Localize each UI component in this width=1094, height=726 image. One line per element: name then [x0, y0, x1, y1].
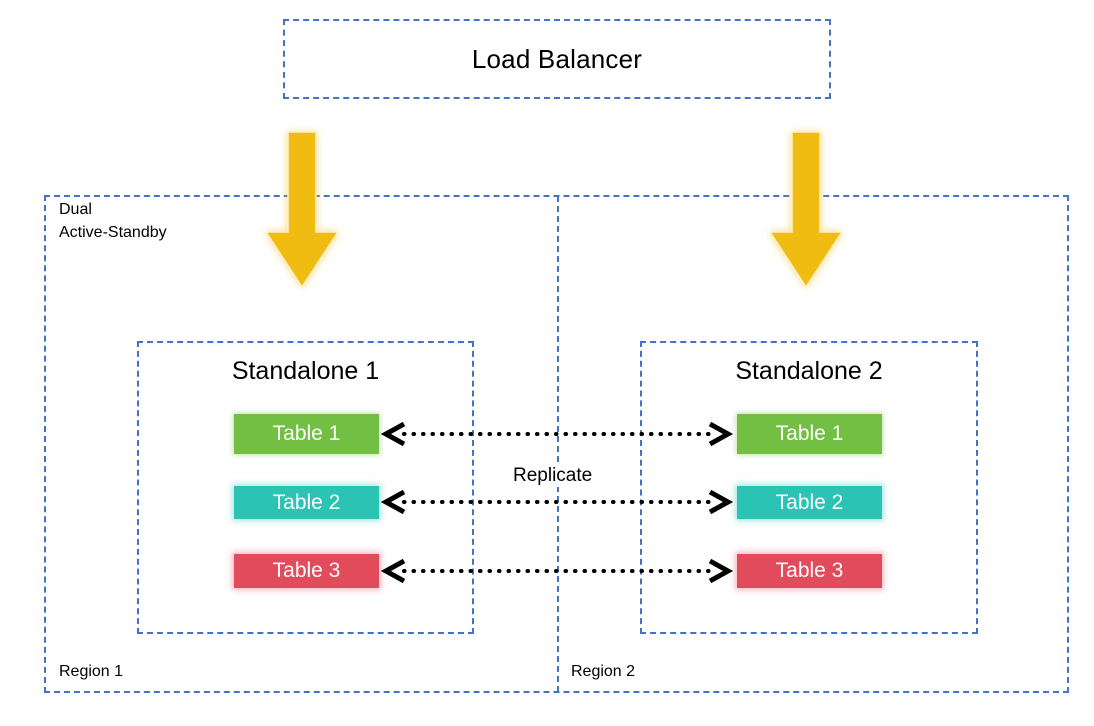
standalone-1-table-2[interactable]: Table 2	[234, 486, 379, 519]
replicate-connector-table-1	[380, 421, 734, 447]
dual-active-standby-container	[44, 195, 1069, 693]
standalone-1-table-1[interactable]: Table 1	[234, 414, 379, 454]
standalone-1-box[interactable]: Standalone 1	[137, 341, 474, 634]
load-balancer-box[interactable]: Load Balancer	[283, 19, 831, 99]
standalone-2-title: Standalone 2	[735, 357, 883, 385]
standalone-1-table-3[interactable]: Table 3	[234, 554, 379, 588]
standalone-2-table-1[interactable]: Table 1	[737, 414, 882, 454]
replicate-connector-table-3	[380, 558, 734, 584]
replicate-label: Replicate	[509, 465, 597, 487]
standalone-2-box[interactable]: Standalone 2	[640, 341, 978, 634]
region-1-label: Region 1	[59, 663, 124, 680]
load-balancer-label: Load Balancer	[471, 43, 643, 74]
region-divider-line	[557, 196, 559, 692]
standalone-2-table-3[interactable]: Table 3	[737, 554, 882, 588]
down-arrow-icon-region-1	[266, 132, 338, 287]
down-arrow-icon-region-2	[770, 132, 842, 287]
standalone-1-title: Standalone 1	[231, 357, 380, 385]
replicate-connector-table-2	[380, 489, 734, 515]
dual-active-standby-label: Dual Active-Standby	[59, 201, 167, 241]
region-2-label: Region 2	[571, 663, 636, 680]
standalone-2-table-2[interactable]: Table 2	[737, 486, 882, 519]
